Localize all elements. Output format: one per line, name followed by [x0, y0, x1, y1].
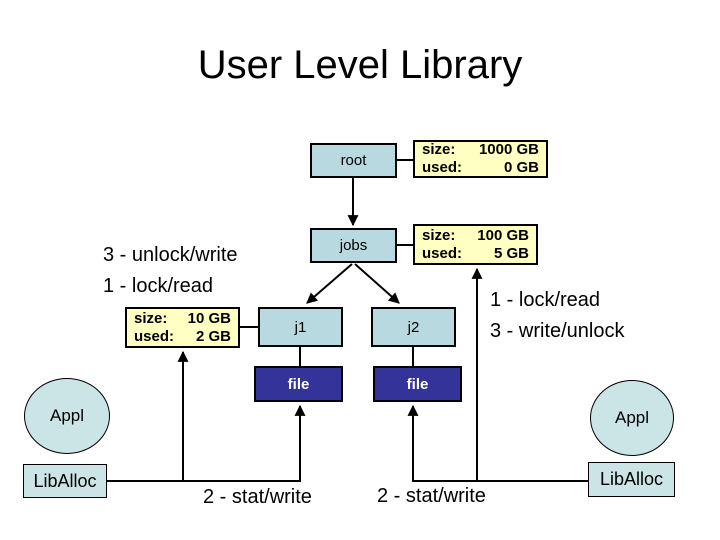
operations-right-line1: 1 - lock/read	[490, 289, 601, 311]
usage-jobs-used-row: used: 5 GB	[422, 245, 529, 263]
liballoc-box-left: LibAlloc	[23, 464, 107, 498]
used-label: used:	[422, 159, 463, 176]
j1-node: j1	[258, 307, 343, 347]
size-value: 10 GB	[187, 309, 231, 327]
usage-jobs-size-row: size: 100 GB	[422, 227, 529, 245]
appl-circle-left: Appl	[24, 378, 110, 454]
jobs-node: jobs	[310, 228, 397, 263]
used-value: 0 GB	[503, 159, 539, 176]
root-node: root	[310, 143, 397, 178]
usage-box-jobs: size: 100 GB used: 5 GB	[413, 224, 538, 265]
operations-left: 3 - unlock/write 1 - lock/read	[103, 240, 238, 302]
usage-j1-used-row: used: 2 GB	[134, 328, 231, 346]
operations-left-line2: 1 - lock/read	[103, 275, 214, 297]
stat-write-label-right: 2 - stat/write	[377, 485, 486, 507]
size-label: size:	[134, 309, 168, 327]
usage-j1-size-row: size: 10 GB	[134, 310, 231, 328]
slide-title: User Level Library	[197, 43, 523, 87]
used-value: 5 GB	[493, 244, 529, 262]
stat-write-label-left: 2 - stat/write	[203, 486, 312, 508]
operations-left-line1: 3 - unlock/write	[103, 244, 238, 266]
used-label: used:	[134, 327, 175, 345]
edge-jobs-j1-arrow	[306, 263, 353, 304]
used-value: 2 GB	[195, 327, 231, 345]
file-node-1: file	[254, 366, 343, 402]
j2-node: j2	[371, 307, 456, 347]
usage-root-used-row: used: 0 GB	[422, 159, 539, 177]
used-label: used:	[422, 244, 463, 262]
usage-box-j1: size: 10 GB used: 2 GB	[125, 307, 240, 348]
appl-circle-right: Appl	[590, 380, 674, 456]
usage-box-root: size: 1000 GB used: 0 GB	[413, 140, 548, 178]
size-label: size:	[422, 226, 456, 244]
operations-right-line2: 3 - write/unlock	[490, 320, 625, 342]
liballoc-box-right: LibAlloc	[588, 462, 675, 497]
size-value: 1000 GB	[478, 141, 539, 158]
size-value: 100 GB	[477, 226, 529, 244]
edge-jobs-j2-arrow	[354, 263, 400, 304]
size-label: size:	[422, 141, 456, 158]
usage-root-size-row: size: 1000 GB	[422, 141, 539, 159]
file-node-2: file	[373, 366, 462, 402]
operations-right: 1 - lock/read 3 - write/unlock	[490, 285, 625, 347]
